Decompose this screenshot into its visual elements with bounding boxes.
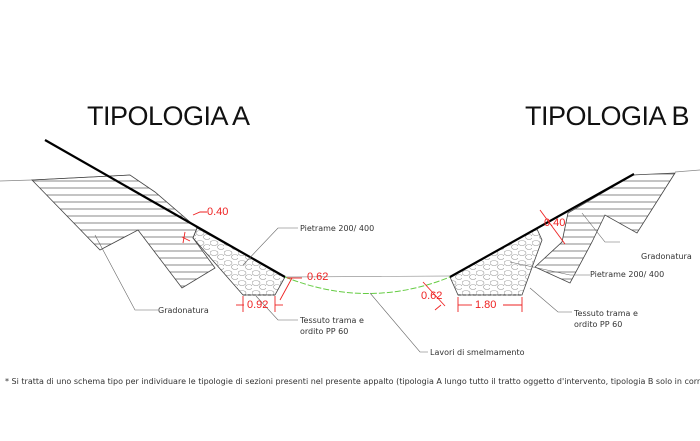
title-tipologia-a: TIPOLOGIA A bbox=[87, 101, 250, 131]
footnote: * Si tratta di uno schema tipo per indiv… bbox=[5, 377, 700, 386]
drain-curve bbox=[284, 276, 451, 294]
label-lavori: Lavori di smelmamento bbox=[430, 348, 525, 357]
label-gradonatura-a: Gradonatura bbox=[158, 306, 209, 315]
dim-b-depth: 0.62 bbox=[421, 290, 443, 302]
label-gradonatura-b: Gradonatura bbox=[641, 252, 692, 261]
label-pietrame-b: Pietrame 200/ 400 bbox=[590, 270, 665, 279]
dim-b-base: 1.80 bbox=[475, 299, 497, 311]
title-tipologia-b: TIPOLOGIA B bbox=[525, 101, 690, 131]
leader-lines bbox=[94, 212, 620, 353]
dim-a-depth: 0.62 bbox=[307, 271, 329, 283]
label-pietrame-a: Pietrame 200/ 400 bbox=[300, 224, 375, 233]
slope-line-a bbox=[44, 139, 286, 278]
label-tessuto-a-line2: ordito PP 60 bbox=[300, 327, 349, 336]
dim-a-thickness: 0.40 bbox=[207, 206, 229, 218]
dim-a-base: 0.92 bbox=[247, 299, 269, 311]
label-tessuto-b-line2: ordito PP 60 bbox=[574, 320, 623, 329]
pietrame-b bbox=[449, 228, 543, 296]
gradonatura-b bbox=[534, 172, 676, 284]
label-tessuto-b-line1: Tessuto trama e bbox=[574, 309, 638, 318]
slope-line-b bbox=[449, 173, 635, 278]
label-tessuto-a-line1: Tessuto trama e bbox=[300, 316, 364, 325]
dimension-marks bbox=[181, 209, 566, 312]
dim-b-thickness: 0.40 bbox=[544, 217, 566, 229]
ground-line-right bbox=[674, 169, 700, 173]
gradonatura-a bbox=[31, 174, 216, 289]
water-level-line bbox=[284, 275, 451, 278]
